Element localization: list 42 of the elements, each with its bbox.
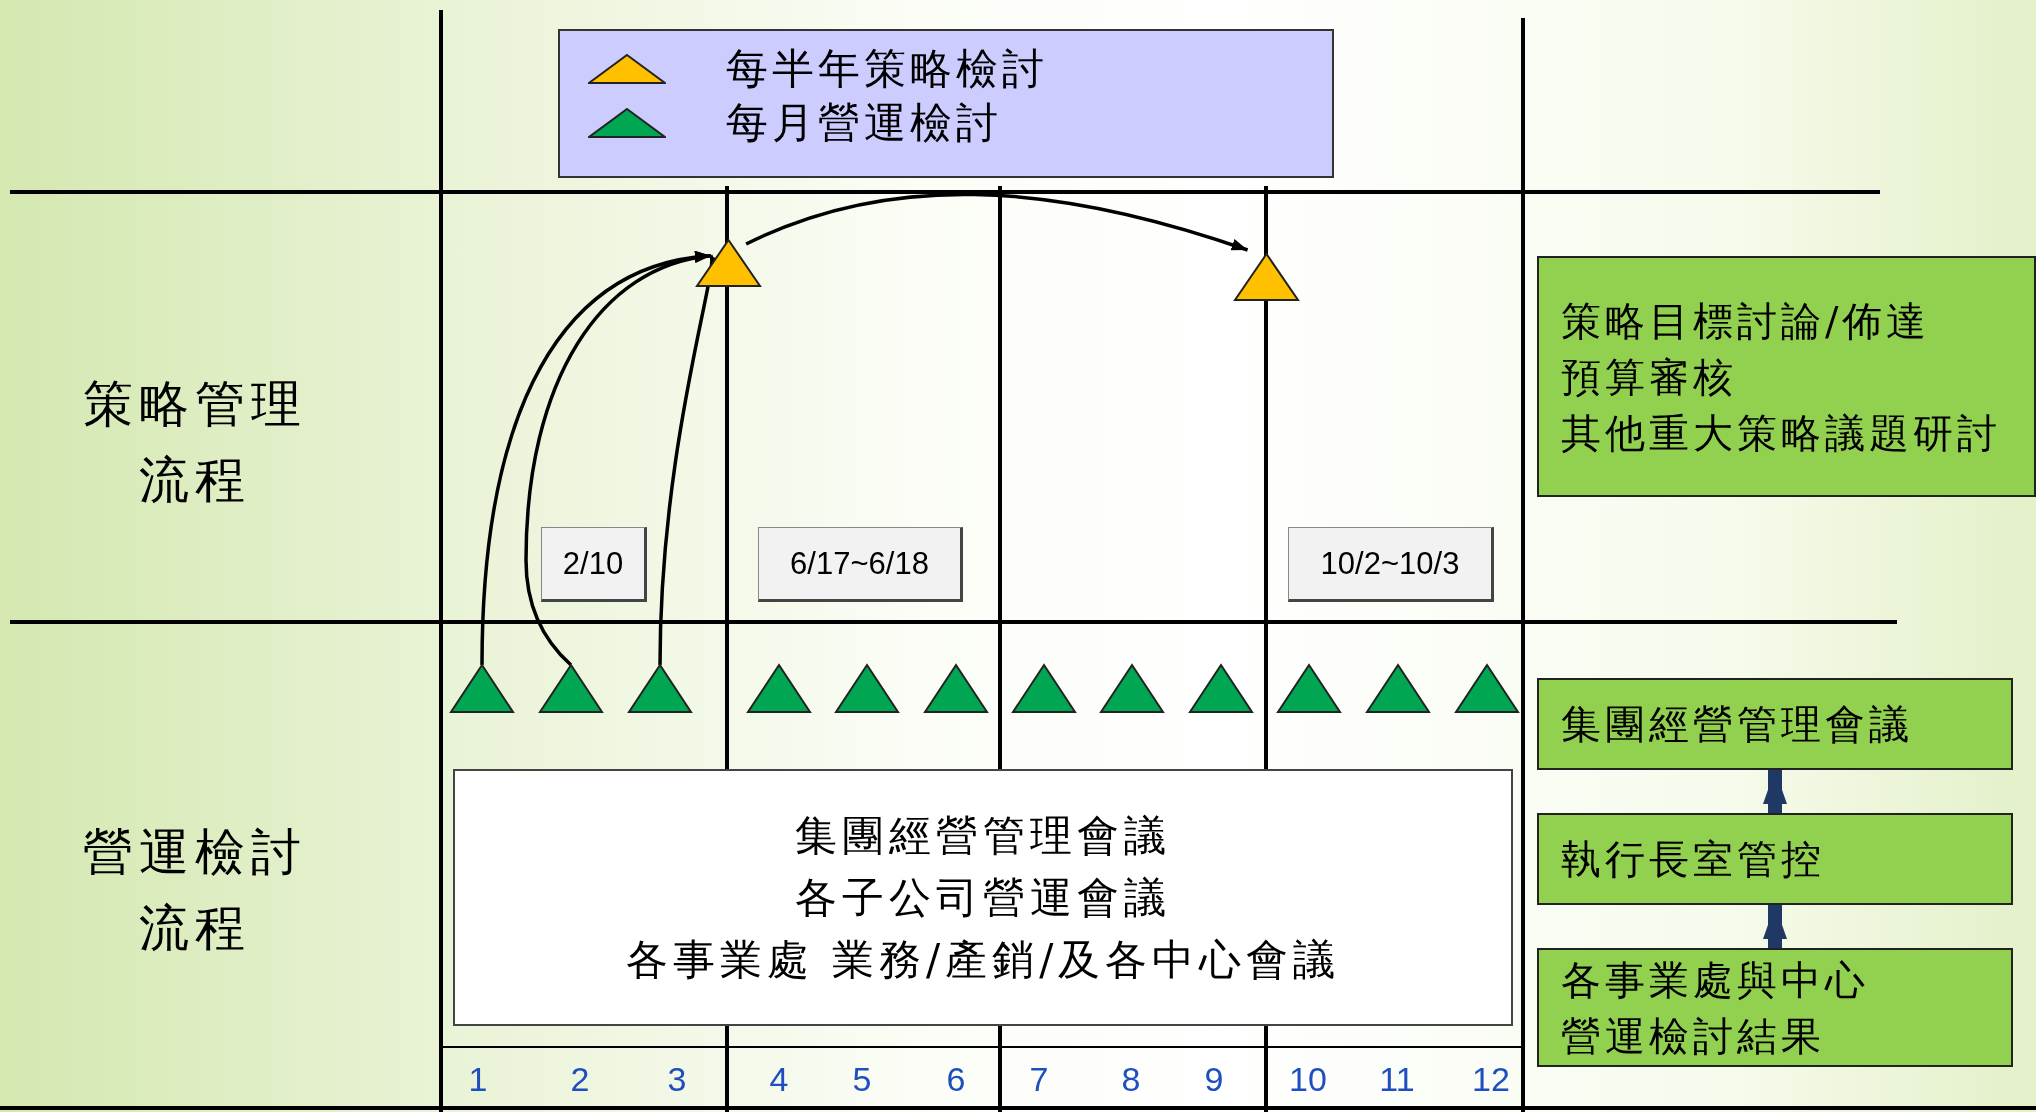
month-number: 2: [569, 1060, 591, 1099]
row-label: 營運檢討流程: [82, 822, 308, 959]
month-number: 5: [851, 1060, 873, 1099]
triangle-marker: [451, 665, 513, 712]
month-number: 1: [467, 1060, 489, 1099]
process-box: 執行長室管控: [1537, 813, 2013, 905]
triangle-marker: [836, 665, 898, 712]
process-box: 策略目標討論/佈達 預算審核 其他重大策略議題研討: [1537, 256, 2036, 497]
triangle-marker: [748, 665, 810, 712]
process-box: 各事業處與中心營運檢討結果: [1537, 948, 2013, 1067]
date-box: 10/2~10/3: [1288, 527, 1494, 602]
triangle-marker: [1456, 665, 1518, 712]
triangle-marker: [697, 240, 760, 286]
triangle-marker: [540, 665, 602, 712]
month-number: 3: [666, 1060, 688, 1099]
row-label: 策略管理流程: [82, 374, 308, 511]
triangle-marker: [629, 665, 691, 712]
arrow: [1763, 905, 1787, 948]
arrow: [745, 192, 1249, 252]
triangle-marker: [1235, 254, 1298, 300]
meeting-box: 集團經營管理會議 各子公司營運會議 各事業處 業務/產銷/及各中心會議: [453, 769, 1513, 1026]
month-number: 7: [1028, 1060, 1050, 1099]
date-box: 6/17~6/18: [758, 527, 963, 602]
arrow: [524, 252, 712, 667]
arrow: [1763, 770, 1787, 813]
triangle-marker: [925, 665, 987, 712]
triangle-marker: [1013, 665, 1075, 712]
triangle-marker: [1190, 665, 1252, 712]
month-number: 9: [1203, 1060, 1225, 1099]
triangle-marker: [1101, 665, 1163, 712]
month-number: 12: [1471, 1060, 1511, 1099]
legend-label: 每半年策略檢討: [726, 43, 1048, 95]
triangle-marker: [1367, 665, 1429, 712]
process-box: 集團經營管理會議: [1537, 678, 2013, 770]
month-number: 10: [1288, 1060, 1328, 1099]
month-number: 8: [1120, 1060, 1142, 1099]
date-box: 2/10: [541, 527, 647, 602]
month-number: 11: [1378, 1060, 1416, 1099]
month-number: 6: [945, 1060, 967, 1099]
month-number: 4: [768, 1060, 790, 1099]
legend-label: 每月營運檢討: [726, 97, 1002, 149]
triangle-marker: [1278, 665, 1340, 712]
